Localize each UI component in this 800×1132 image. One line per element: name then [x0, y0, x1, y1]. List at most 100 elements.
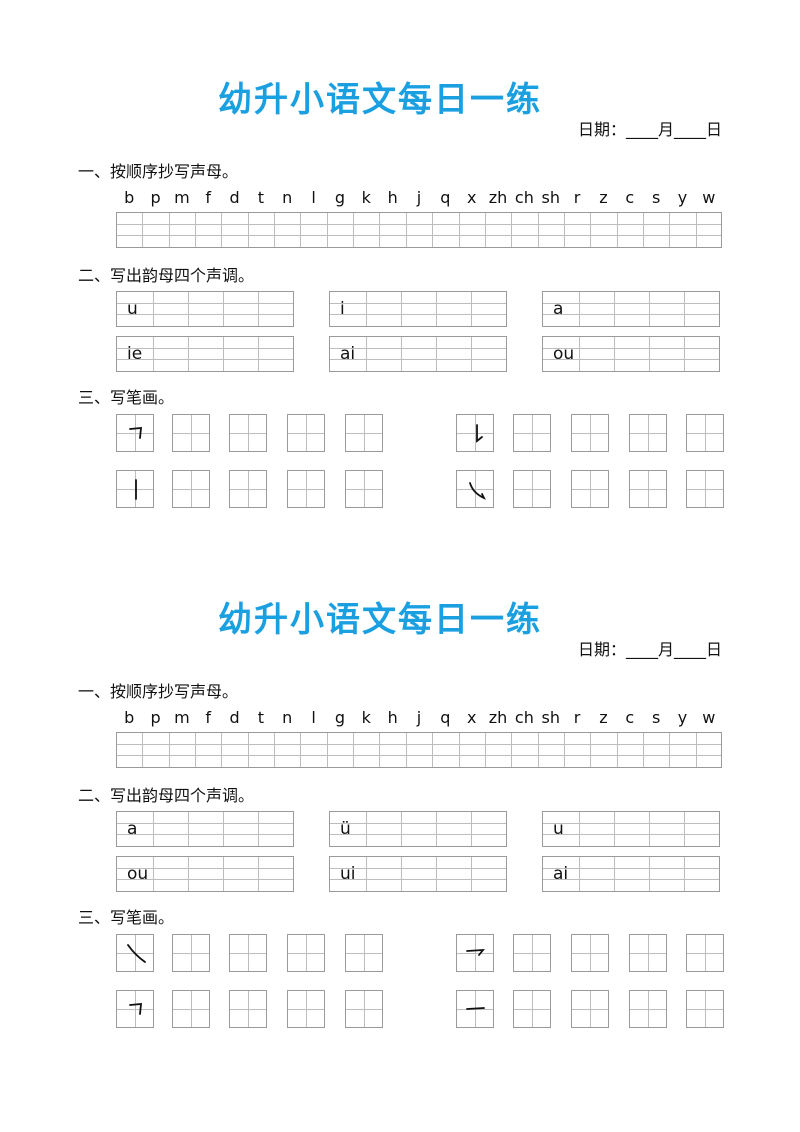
- guide-line: [117, 879, 293, 880]
- tianzi-grid-cell[interactable]: [345, 414, 383, 452]
- initial-letter: m: [174, 188, 190, 207]
- guide-line: [330, 834, 506, 835]
- initials-writing-grid[interactable]: [116, 732, 722, 768]
- tianzi-grid-cell[interactable]: [571, 990, 609, 1028]
- tianzi-grid-cell[interactable]: [513, 414, 551, 452]
- grid-midline: [191, 991, 192, 1027]
- grid-midline: [135, 415, 136, 451]
- initial-letter: m: [174, 708, 190, 727]
- initial-letter: g: [334, 188, 346, 207]
- tianzi-grid-cell[interactable]: [513, 990, 551, 1028]
- final-writing-box[interactable]: ai: [329, 336, 507, 372]
- grid-midline: [648, 415, 649, 451]
- tianzi-grid-cell[interactable]: [172, 414, 210, 452]
- guide-line: [330, 314, 506, 315]
- cell-divider: [642, 213, 644, 247]
- tianzi-grid-cell[interactable]: [571, 934, 609, 972]
- tianzi-grid-cell[interactable]: [513, 934, 551, 972]
- cell-divider: [247, 733, 249, 767]
- tianzi-grid-cell[interactable]: [629, 990, 667, 1028]
- cell-divider: [326, 213, 328, 247]
- tianzi-grid-cell[interactable]: [287, 414, 325, 452]
- cell-divider: [579, 337, 580, 371]
- grid-midline: [590, 935, 591, 971]
- tianzi-grid-cell[interactable]: [172, 934, 210, 972]
- initial-letter: q: [440, 708, 451, 727]
- guide-line: [543, 359, 719, 360]
- cell-divider: [405, 213, 407, 247]
- tianzi-grid-cell[interactable]: [287, 470, 325, 508]
- cell-divider: [366, 292, 367, 326]
- initial-letter: z: [599, 708, 608, 727]
- final-writing-box[interactable]: i: [329, 291, 507, 327]
- stroke-model-icon: [466, 948, 485, 956]
- worksheet-title: 幼升小语文每日一练: [218, 80, 542, 120]
- final-writing-box[interactable]: ai: [542, 856, 720, 892]
- tianzi-grid-cell[interactable]: [116, 414, 154, 452]
- tianzi-grid-cell[interactable]: [513, 470, 551, 508]
- tianzi-grid-cell[interactable]: [345, 470, 383, 508]
- tianzi-grid-cell[interactable]: [686, 470, 724, 508]
- tianzi-grid-cell[interactable]: [686, 934, 724, 972]
- cell-divider: [563, 733, 565, 767]
- tianzi-grid-cell[interactable]: [571, 414, 609, 452]
- stroke-model-icon: [129, 1003, 143, 1015]
- tianzi-grid-cell[interactable]: [116, 470, 154, 508]
- final-writing-box[interactable]: ou: [116, 856, 294, 892]
- grid-midline: [248, 415, 249, 451]
- cell-divider: [695, 733, 697, 767]
- grid-midline: [364, 935, 365, 971]
- tianzi-grid-cell[interactable]: [116, 934, 154, 972]
- initial-letter: j: [416, 708, 422, 727]
- final-writing-box[interactable]: a: [116, 811, 294, 847]
- tianzi-grid-cell[interactable]: [172, 470, 210, 508]
- tianzi-grid-cell[interactable]: [629, 470, 667, 508]
- cell-divider: [669, 213, 671, 247]
- tianzi-grid-cell[interactable]: [229, 414, 267, 452]
- cell-divider: [436, 857, 437, 891]
- tianzi-grid-cell[interactable]: [686, 414, 724, 452]
- tianzi-grid-cell[interactable]: [116, 990, 154, 1028]
- final-writing-box[interactable]: ie: [116, 336, 294, 372]
- tianzi-grid-cell[interactable]: [287, 934, 325, 972]
- final-writing-box[interactable]: ü: [329, 811, 507, 847]
- tianzi-grid-cell[interactable]: [345, 934, 383, 972]
- cell-divider: [168, 733, 170, 767]
- tianzi-grid-cell[interactable]: [229, 470, 267, 508]
- initial-letter: g: [334, 708, 346, 727]
- guide-line: [117, 823, 293, 824]
- guide-line: [543, 834, 719, 835]
- initial-letter: ch: [514, 708, 534, 727]
- cell-divider: [432, 733, 434, 767]
- tianzi-grid-cell[interactable]: [456, 470, 494, 508]
- final-writing-box[interactable]: a: [542, 291, 720, 327]
- initials-writing-grid[interactable]: [116, 212, 722, 248]
- tianzi-grid-cell[interactable]: [229, 990, 267, 1028]
- cell-divider: [353, 733, 355, 767]
- final-writing-box[interactable]: ui: [329, 856, 507, 892]
- initial-letter: h: [387, 708, 398, 727]
- tianzi-grid-cell[interactable]: [571, 470, 609, 508]
- cell-divider: [188, 812, 189, 846]
- tianzi-grid-cell[interactable]: [172, 990, 210, 1028]
- final-writing-box[interactable]: u: [542, 811, 720, 847]
- cell-divider: [379, 213, 381, 247]
- tianzi-grid-cell[interactable]: [629, 414, 667, 452]
- initial-letter: sh: [541, 708, 560, 727]
- cell-divider: [616, 733, 618, 767]
- tianzi-grid-cell[interactable]: [456, 934, 494, 972]
- cell-divider: [484, 733, 486, 767]
- tianzi-grid-cell[interactable]: [229, 934, 267, 972]
- cell-divider: [471, 857, 472, 891]
- cell-divider: [484, 213, 486, 247]
- grid-midline: [532, 935, 533, 971]
- final-writing-box[interactable]: ou: [542, 336, 720, 372]
- tianzi-grid-cell[interactable]: [629, 934, 667, 972]
- tianzi-grid-cell[interactable]: [456, 414, 494, 452]
- final-label: ou: [553, 344, 575, 364]
- tianzi-grid-cell[interactable]: [287, 990, 325, 1028]
- tianzi-grid-cell[interactable]: [456, 990, 494, 1028]
- tianzi-grid-cell[interactable]: [686, 990, 724, 1028]
- tianzi-grid-cell[interactable]: [345, 990, 383, 1028]
- final-writing-box[interactable]: u: [116, 291, 294, 327]
